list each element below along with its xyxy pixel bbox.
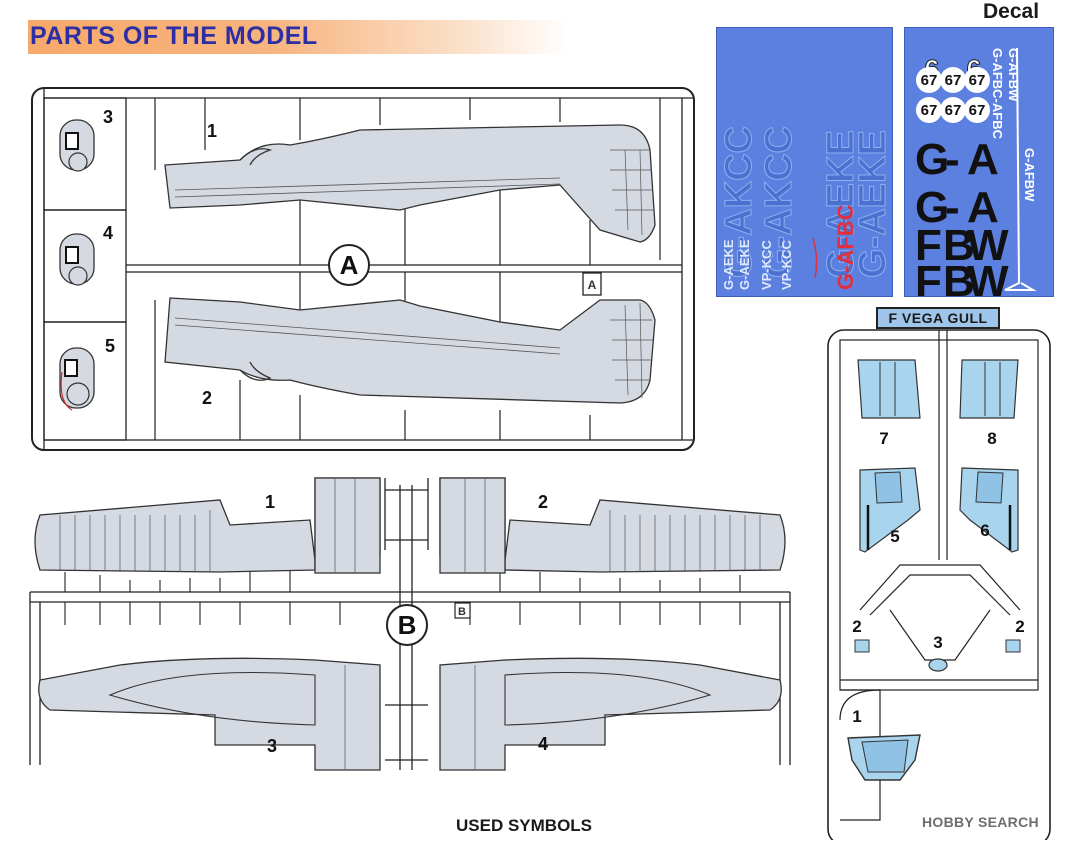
decal-reg-big-1: G-AKCC	[718, 126, 760, 278]
watermark: HOBBY SEARCH	[922, 814, 1039, 830]
wing-lower-3	[38, 657, 381, 771]
decal-side-row-1: G-AFBW	[1006, 48, 1021, 102]
clear-part-7	[857, 359, 921, 419]
decal-badge-4: 67	[921, 102, 938, 119]
clear-part-number-7: 7	[879, 429, 888, 448]
sprue-b: B B 1 2 3 4	[29, 477, 791, 771]
part-number-a5: 5	[105, 336, 115, 356]
decal-side-row-2: G-AFBC-AFBC	[990, 48, 1005, 140]
clear-part-1	[847, 734, 921, 781]
clear-part-number-1: 1	[852, 707, 861, 726]
part-number-b4: 4	[538, 734, 548, 754]
title-banner	[28, 20, 568, 54]
wing-upper-1	[34, 477, 381, 573]
clear-part-number-5: 5	[890, 527, 899, 546]
clear-part-5	[859, 467, 921, 553]
sprue-a: A A 1 2 3 4 5	[31, 87, 695, 451]
fuselage-half-1	[164, 124, 656, 243]
part-number-b2: 2	[538, 492, 548, 512]
decal-badge-2: 67	[945, 72, 962, 89]
part-number-a4: 4	[103, 223, 113, 243]
decal-letter-w2: W	[967, 257, 1009, 296]
decal-red-reg: G-AFBC	[833, 204, 858, 290]
wing-upper-2	[439, 477, 786, 573]
used-symbols-heading: USED SYMBOLS	[456, 816, 593, 835]
part-number-a2: 2	[202, 388, 212, 408]
decal-letter-f1: F	[915, 221, 942, 270]
decal-reg-big-4: G-AEKE	[852, 130, 892, 278]
clear-part-number-2-left: 2	[852, 617, 861, 636]
decal-letter-g1: G	[915, 135, 949, 184]
decal-letter-dash2: -	[945, 183, 960, 232]
decal-letter-a1: A	[967, 135, 999, 184]
decal-badge-5: 67	[945, 102, 962, 119]
clear-part-number-6: 6	[980, 521, 989, 540]
decal-letter-b1: B	[943, 221, 975, 270]
clear-part-6	[959, 467, 1019, 553]
part-number-b3: 3	[267, 736, 277, 756]
sprue-a-symbol: A	[588, 278, 597, 292]
decal-reg-small-1: G-AEKE	[721, 239, 736, 290]
decal-letter-f2: F	[915, 257, 942, 296]
decal-label: Decal	[983, 0, 1040, 23]
decal-reg-small-3: VP-KCC	[759, 240, 774, 290]
part-number-a3: 3	[103, 107, 113, 127]
part-number-a1: 1	[207, 121, 217, 141]
clear-part-number-3: 3	[933, 633, 942, 652]
decal-letter-w1: W	[967, 221, 1009, 270]
decal-reg-small-2: G-AEKE	[737, 239, 752, 290]
decal-badge-1: 67	[921, 72, 938, 89]
decal-sheet-right: G G F F - - B B A A W W 9 9 67 67 67 67 …	[904, 27, 1054, 306]
decal-reg-big-3: G-AEKE	[820, 130, 862, 278]
wing-lower-4	[439, 657, 782, 771]
sprue-a-label: A	[340, 250, 359, 280]
clear-part-number-2-right: 2	[1015, 617, 1024, 636]
decal-letter-dash1: -	[945, 135, 960, 184]
decal-reg-big-2: G-AKCC	[758, 126, 800, 278]
clear-sprue-name-tag: F VEGA GULL	[876, 307, 1000, 329]
decal-letter-g2: G	[915, 183, 949, 232]
part-number-b1: 1	[265, 492, 275, 512]
sprue-b-label: B	[398, 610, 417, 640]
sprue-b-symbol: B	[458, 606, 466, 618]
decal-badge-6: 67	[969, 102, 986, 119]
small-part-3	[59, 119, 95, 172]
decal-badge-3: 67	[969, 72, 986, 89]
decal-sheet-left: G-AKCC G-AKCC G-AEKE G-AEKE G-AEKE G-AEK…	[716, 27, 895, 297]
decal-side-row-3: G-AFBW	[1022, 148, 1037, 202]
decal-reg-small-4: VP-KCC	[779, 240, 794, 290]
small-part-5	[59, 347, 95, 411]
clear-part-3	[928, 658, 948, 672]
clear-sprue: 7 8 5 6 2 3 2 1	[827, 329, 1051, 840]
page-title: PARTS OF THE MODEL	[30, 22, 318, 50]
clear-part-2-left	[854, 639, 870, 653]
clear-part-number-8: 8	[987, 429, 996, 448]
fuselage-half-2	[164, 297, 656, 404]
clear-part-2-right	[1005, 639, 1021, 653]
small-part-4	[59, 233, 95, 286]
clear-part-8	[959, 359, 1019, 419]
decal-letter-a2: A	[967, 183, 999, 232]
